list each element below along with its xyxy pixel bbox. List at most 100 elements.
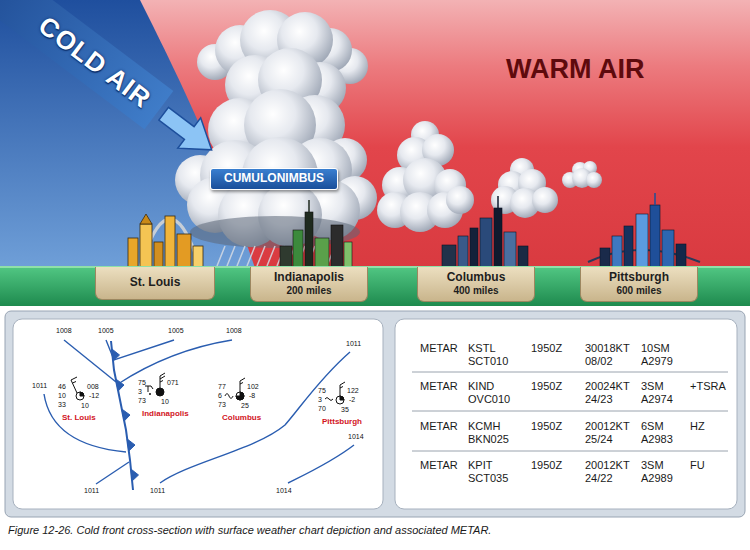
metar-field: A2983 xyxy=(641,433,673,446)
station-value: 10 xyxy=(81,402,89,409)
columbus-skyline xyxy=(504,232,516,268)
st-louis-skyline xyxy=(128,238,138,268)
st-louis-skyline xyxy=(140,214,152,224)
metar-field: SCT010 xyxy=(468,355,508,368)
indianapolis-skyline xyxy=(315,238,329,268)
station-value: 70 xyxy=(318,405,326,412)
cold-air-arrow xyxy=(152,99,223,165)
isobar-value: 1011 xyxy=(84,487,99,494)
cloud-type-label: CUMULONIMBUS xyxy=(210,168,338,190)
station-value: 77 xyxy=(218,383,226,390)
station-value: 33 xyxy=(58,401,66,408)
indianapolis-skyline xyxy=(331,225,343,268)
station-model xyxy=(240,378,245,392)
indianapolis-skyline xyxy=(280,246,292,268)
indianapolis-skyline xyxy=(344,242,352,268)
city-name: Indianapolis xyxy=(274,271,344,285)
station-model xyxy=(160,373,165,388)
station-model xyxy=(225,394,233,399)
st-louis-skyline xyxy=(140,224,152,268)
columbus-skyline xyxy=(442,245,456,268)
station-value: 102 xyxy=(247,383,259,390)
metar-field: +TSRA xyxy=(690,380,726,393)
metar-field: 24/23 xyxy=(585,393,613,406)
columbus-skyline xyxy=(458,236,468,268)
station-value: -8 xyxy=(249,392,255,399)
metar-field: KPIT xyxy=(468,459,492,472)
isobar-value: 1008 xyxy=(226,327,242,334)
cumulus-cloud xyxy=(532,187,558,213)
isobar-value: 1014 xyxy=(276,487,292,494)
panel-frame xyxy=(5,311,745,517)
city-box: Pittsburgh600 miles xyxy=(580,267,698,302)
city-name: Pittsburgh xyxy=(609,271,669,285)
cumulus-cloud xyxy=(562,161,602,188)
isobar-value: 1008 xyxy=(56,327,72,334)
chart-panel xyxy=(13,319,383,509)
table-rule xyxy=(412,372,728,451)
pittsburgh-skyline xyxy=(636,214,648,268)
metar-field: 1950Z xyxy=(531,420,562,433)
distance-label: 200 miles xyxy=(286,285,331,297)
station-value: 25 xyxy=(241,402,249,409)
isobar xyxy=(44,340,354,484)
cold-front-symbol xyxy=(131,469,139,481)
station-value: 75 xyxy=(318,387,326,394)
station-model xyxy=(340,382,345,396)
metar-field: FU xyxy=(690,459,705,472)
station-value: -2 xyxy=(349,396,355,403)
station-model xyxy=(149,393,151,395)
isobar-value: 1011 xyxy=(32,382,47,389)
metar-field: 08/02 xyxy=(585,355,613,368)
figure-caption: Figure 12-26. Cold front cross-section w… xyxy=(8,524,491,536)
cold-front-symbol xyxy=(122,409,130,421)
indianapolis-skyline xyxy=(280,200,352,268)
station-value: 35 xyxy=(341,406,349,413)
st-louis-skyline xyxy=(193,246,203,268)
metar-field: 20012KT xyxy=(585,420,630,433)
cold-front-symbol xyxy=(111,341,139,490)
metar-panel xyxy=(395,319,737,509)
station-name: Columbus xyxy=(222,414,261,422)
station-value: 6 xyxy=(218,392,222,399)
station-value: 10 xyxy=(58,392,66,399)
station-model xyxy=(325,398,333,401)
metar-field: 1950Z xyxy=(531,380,562,393)
cumulus-cloud xyxy=(586,172,602,188)
isobar-value: 1005 xyxy=(98,327,114,334)
rain xyxy=(247,246,255,266)
station-value: 46 xyxy=(58,383,66,390)
metar-field: KSTL xyxy=(468,342,496,355)
station-value: 3 xyxy=(138,388,142,395)
metar-field: OVC010 xyxy=(468,393,510,406)
st-louis-skyline xyxy=(128,214,203,268)
indianapolis-skyline xyxy=(308,200,310,212)
metar-field: HZ xyxy=(690,420,705,433)
metar-field: A2974 xyxy=(641,393,673,406)
st-louis-skyline xyxy=(154,242,163,268)
metar-field: 30018KT xyxy=(585,342,630,355)
ground xyxy=(0,266,750,306)
station-model xyxy=(71,377,77,393)
metar-field: 1950Z xyxy=(531,459,562,472)
isobar xyxy=(44,394,126,452)
station-name: St. Louis xyxy=(62,414,96,422)
station-model xyxy=(80,392,84,396)
city-box: Columbus400 miles xyxy=(417,267,535,302)
cumulonimbus-cloud xyxy=(175,10,377,247)
air-mass-label: WARM AIR xyxy=(506,56,644,83)
station-value: 3 xyxy=(318,396,322,403)
rain xyxy=(217,246,225,266)
cold-front-symbol xyxy=(116,379,124,391)
indianapolis-skyline xyxy=(293,230,303,268)
metar-field: 10SM xyxy=(641,342,670,355)
columbus-skyline xyxy=(470,228,478,268)
st-louis-skyline xyxy=(165,216,175,268)
cold-front-symbol xyxy=(127,439,135,451)
station-model xyxy=(336,396,344,404)
city-name: Columbus xyxy=(447,271,506,285)
metar-field: 3SM xyxy=(641,459,664,472)
metar-field: SCT035 xyxy=(468,472,508,485)
station-value: 071 xyxy=(167,379,179,386)
